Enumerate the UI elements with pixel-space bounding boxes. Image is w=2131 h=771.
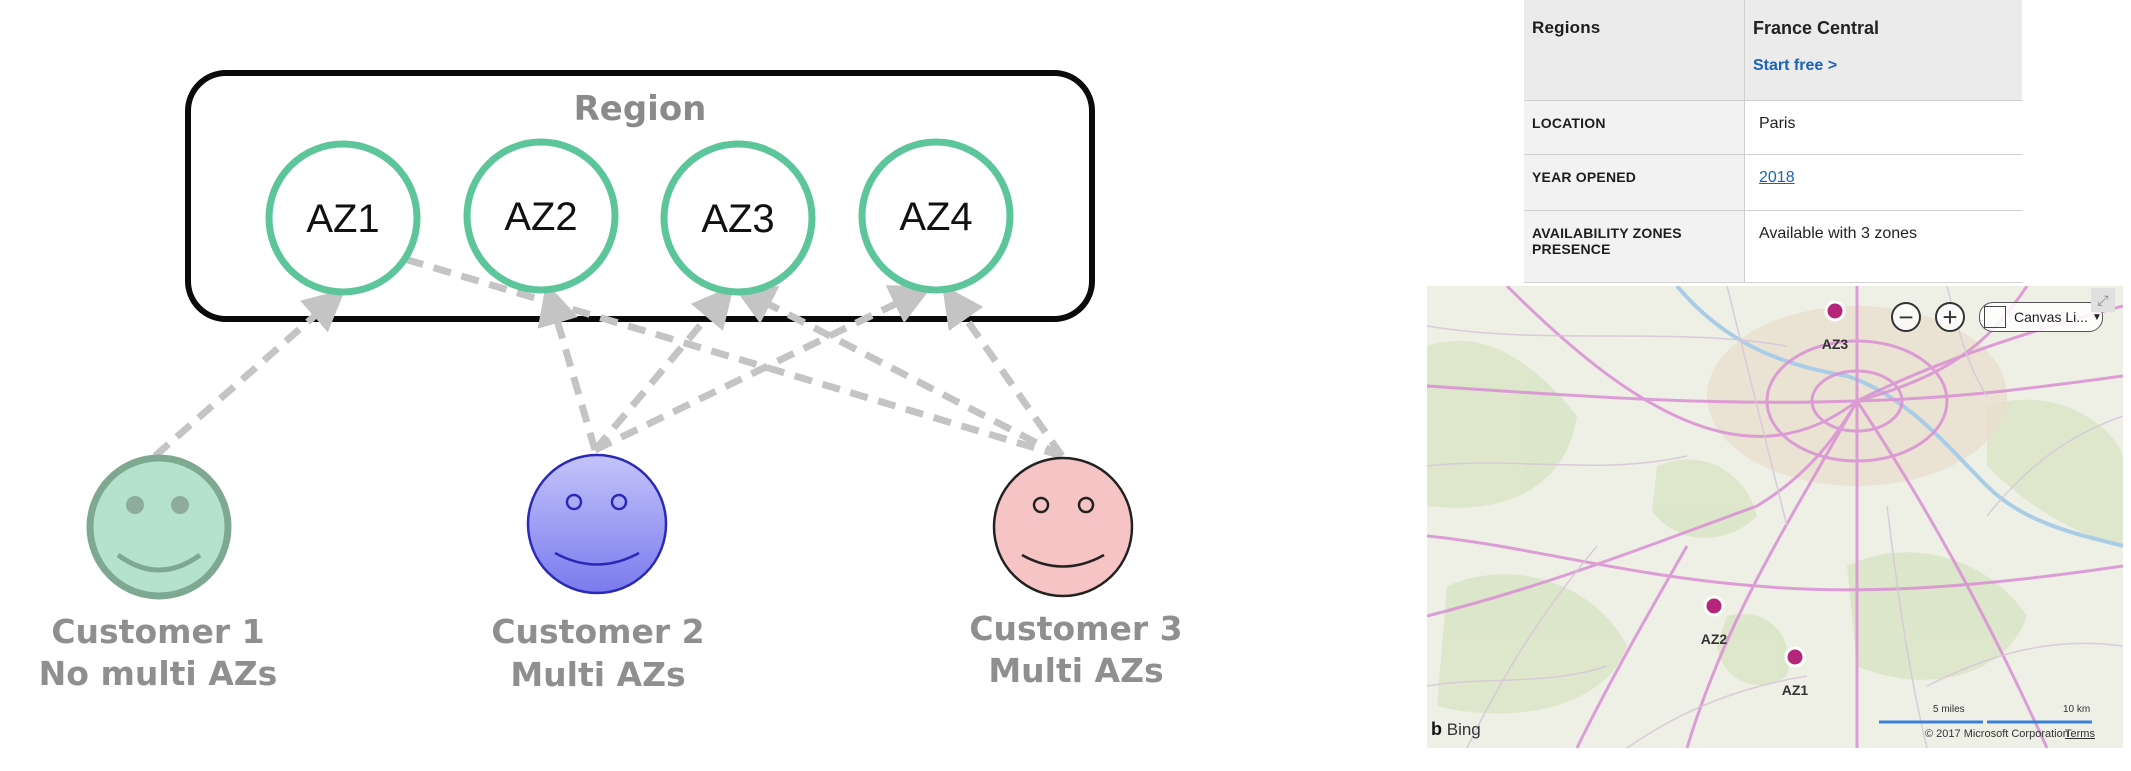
arrow-customer2-az2 [537,282,599,451]
row-value-az-presence: Available with 3 zones [1744,210,2022,283]
customer3-face [992,456,1134,598]
region-info-table: Regions France Central Start free > LOCA… [1524,0,2022,283]
region-title: Region [574,89,707,129]
arrow-customer1-az1 [152,288,346,459]
zoom-in-button[interactable]: + [1935,302,1965,332]
connection-arrows [152,229,1065,460]
table-row: AVAILABILITY ZONES PRESENCE Available wi… [1524,210,2022,283]
bing-mark-icon: b [1431,719,1442,739]
zone-az3: AZ3 [660,140,816,296]
pin-az2[interactable] [1703,595,1725,617]
map-style-icon [1984,306,2006,328]
customer2-face [526,453,668,595]
map-terms-link[interactable]: Terms [2065,728,2095,740]
row-value-year-cell: 2018 [1744,154,2022,211]
pin-label-az2: AZ2 [1700,631,1728,647]
zone-az4: AZ4 [858,138,1014,294]
table-row: LOCATION Paris [1524,100,2022,155]
row-value-location: Paris [1744,100,2022,155]
arrow-customer3-az4 [941,284,1065,459]
map-style-label: Canvas Li... [2014,309,2088,325]
pin-az3[interactable] [1824,300,1846,322]
chevron-down-icon: ▼ [2091,311,2102,323]
customer2-label-line1: Customer 2 [491,612,704,651]
zoom-out-button[interactable]: − [1891,302,1921,332]
scale-miles-label: 5 miles [1933,704,1965,715]
arrow-customer3-az1 [334,229,1064,460]
row-label-az-presence: AVAILABILITY ZONES PRESENCE [1524,210,1745,283]
map-style-select[interactable]: Canvas Li... ▼ [1979,302,2103,332]
scale-km-label: 10 km [2063,704,2091,715]
start-free-link[interactable]: Start free > [1753,57,1838,74]
arrow-customer2-az4 [593,285,933,454]
header-label: Regions [1524,0,1745,101]
pin-label-az1: AZ1 [1781,682,1809,698]
zone-label: AZ4 [899,195,972,239]
zone-label: AZ3 [701,197,774,241]
bing-label: Bing [1446,720,1481,739]
customer1-face [86,454,232,600]
customer1-label-line1: Customer 1 [51,612,264,651]
fullscreen-icon[interactable]: ⤢ [2091,288,2115,312]
zone-az1: AZ1 [265,140,421,296]
year-opened-link[interactable]: 2018 [1759,169,1795,186]
customer2-label-line2: Multi AZs [510,655,685,694]
arrow-customer3-az3 [732,285,1064,460]
region-name: France Central [1753,18,1880,38]
customer3-label-line2: Multi AZs [988,651,1163,690]
customer3-label-line1: Customer 3 [969,609,1182,648]
zone-label: AZ2 [504,195,577,239]
zone-label: AZ1 [306,197,379,241]
pin-label-az3: AZ3 [1821,336,1849,352]
region-map[interactable]: AZ3 AZ2 AZ1 − + Canvas Li... ▼ ⤢ b Bing … [1427,286,2123,748]
customer1-label-line2: No multi AZs [39,654,278,693]
bing-logo: b Bing [1431,719,1481,740]
zone-az2: AZ2 [463,138,619,294]
row-label-year: YEAR OPENED [1524,154,1745,211]
header-value-cell: France Central Start free > [1744,0,2022,101]
map-copyright: © 2017 Microsoft Corporation [1925,728,2069,740]
arrow-customer2-az3 [592,285,735,453]
pin-az1[interactable] [1784,646,1806,668]
row-label-location: LOCATION [1524,100,1745,155]
table-row: YEAR OPENED 2018 [1524,154,2022,211]
availability-zones-diagram: Region AZ1 AZ2 AZ3 AZ4 [39,70,1183,694]
region-box [185,70,1095,322]
table-header-row: Regions France Central Start free > [1524,0,2022,101]
map-canvas[interactable] [1427,286,2123,748]
